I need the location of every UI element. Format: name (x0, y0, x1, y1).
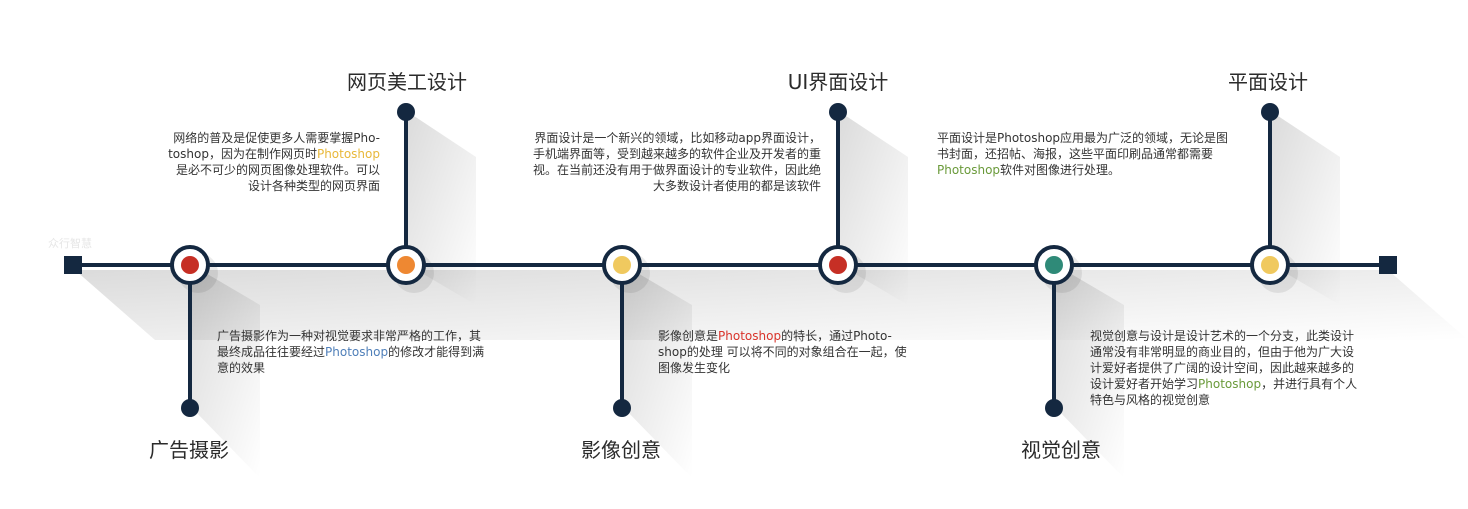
description-text: 界面设计是一个新兴的领域，比如移动app界面设计， (534, 131, 821, 145)
description-text: 通常没有非常明显的商业目的，但由于他为广大设 (1090, 345, 1355, 359)
branch-shadow (624, 265, 692, 478)
title-image-creativity: 影像创意 (581, 438, 661, 462)
node-center (181, 256, 199, 274)
description-text: 图像发生变化 (658, 361, 731, 375)
branch-end-dot (1261, 103, 1279, 121)
description-text: 视。在当前还没有用于做界面设计的专业软件，因此绝 (532, 163, 821, 177)
description-web-design: 网络的普及是促使更多人需要掌握Pho-toshop，因为在制作网页时Photos… (150, 130, 380, 194)
branch-end-dot (181, 399, 199, 417)
node-center (397, 256, 415, 274)
description-text: 大多数设计者使用的都是该软件 (652, 179, 821, 193)
branch-shadow (1272, 112, 1340, 305)
description-text: 平面设计是Photoshop应用最为广泛的领域，无论是图 (937, 131, 1229, 145)
title-visual-creativity: 视觉创意 (1021, 438, 1101, 462)
title-web-design: 网页美工设计 (347, 70, 467, 94)
description-text: shop的处理 可以将不同的对象组合在一起，使 (658, 345, 907, 359)
description-text: 计爱好者提供了广阔的设计空间，因此越来越多的 (1090, 361, 1355, 375)
title-ad-photography: 广告摄影 (149, 438, 229, 462)
description-visual-creativity: 视觉创意与设计是设计艺术的一个分支，此类设计通常没有非常明显的商业目的，但由于他… (1090, 328, 1390, 408)
highlight-text: Photoshop (718, 329, 782, 343)
watermark-text: 众行智慧 (48, 237, 92, 250)
branch-shadow (840, 112, 908, 305)
title-ui-design: UI界面设计 (787, 70, 889, 94)
description-text: 广告摄影作为一种对视觉要求非常严格的工作，其 (217, 329, 482, 343)
branch-end-dot (1045, 399, 1063, 417)
description-text: 书封面，还招帖、海报，这些平面印刷品通常都需要 (937, 147, 1214, 161)
description-text: 设计各种类型的网页界面 (247, 179, 380, 193)
description-text: toshop，因为在制作网页时 (168, 147, 317, 161)
description-text: 是必不可少的网页图像处理软件。可以 (175, 163, 380, 177)
description-text: 影像创意是 (658, 329, 719, 343)
branch-end-dot (613, 399, 631, 417)
description-text: 的修改才能得到满 (388, 345, 485, 359)
description-text: 软件对图像进行处理。 (1000, 163, 1121, 177)
description-text: 网络的普及是促使更多人需要掌握Pho- (173, 131, 380, 145)
description-graphic-design: 平面设计是Photoshop应用最为广泛的领域，无论是图书封面，还招帖、海报，这… (937, 130, 1267, 178)
connector-lines (64, 112, 1397, 408)
highlight-text: Photoshop (316, 147, 380, 161)
branch-end-dot (829, 103, 847, 121)
description-text: 手机端界面等，受到越来越多的软件企业及开发者的重 (532, 147, 821, 161)
description-text: ，并进行具有个人 (1261, 377, 1358, 391)
timeline-nodes (170, 103, 1290, 417)
start-square (64, 256, 82, 274)
title-graphic-design: 平面设计 (1228, 70, 1308, 94)
description-ad-photography: 广告摄影作为一种对视觉要求非常严格的工作，其最终成品往往要经过Photoshop… (217, 328, 517, 376)
highlight-text: Photoshop (1198, 377, 1262, 391)
node-center (613, 256, 631, 274)
description-ui-design: 界面设计是一个新兴的领域，比如移动app界面设计， 手机端界面等，受到越来越多的软… (500, 130, 821, 194)
branch-shadow (1056, 265, 1124, 478)
description-text: 的特长，通过Photo- (781, 329, 892, 343)
highlight-text: Photoshop (937, 163, 1001, 177)
branch-end-dot (397, 103, 415, 121)
node-center (829, 256, 847, 274)
description-text: 意的效果 (217, 361, 266, 375)
node-center (1045, 256, 1063, 274)
highlight-text: Photoshop (325, 345, 389, 359)
description-image-creativity: 影像创意是Photoshop的特长，通过Photo-shop的处理 可以将不同的… (658, 328, 933, 376)
description-text: 最终成品往往要经过 (217, 345, 326, 359)
branch-shadow (408, 112, 476, 305)
branch-shadow (192, 265, 260, 478)
description-text: 特色与风格的视觉创意 (1090, 393, 1211, 407)
node-center (1261, 256, 1279, 274)
description-text: 视觉创意与设计是设计艺术的一个分支，此类设计 (1090, 329, 1355, 343)
end-square (1379, 256, 1397, 274)
description-text: 设计爱好者开始学习 (1090, 377, 1199, 391)
